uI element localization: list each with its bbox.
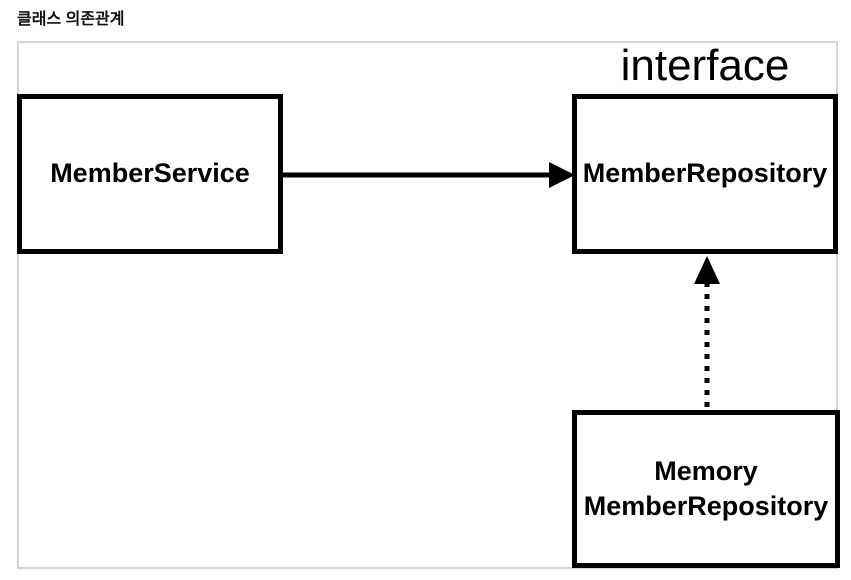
node-member-repository: MemberRepository (572, 94, 838, 254)
node-member-repository-label: MemberRepository (582, 158, 828, 189)
interface-stereotype-label: interface (620, 41, 790, 90)
page-title: 클래스 의존관계 (17, 11, 125, 28)
dependency-arrowhead-icon (549, 162, 575, 188)
node-memory-label-line2: MemberRepository (583, 491, 829, 521)
node-member-service-label: MemberService (50, 158, 250, 189)
node-memory-member-repository: Memory MemberRepository (572, 410, 840, 568)
node-memory-member-repository-label: Memory MemberRepository (584, 454, 829, 524)
node-memory-label-line1: Memory (654, 455, 758, 486)
implementation-arrow (694, 256, 720, 407)
node-member-service: MemberService (17, 94, 283, 254)
dependency-arrow (283, 162, 575, 188)
implementation-arrowhead-icon (694, 256, 720, 284)
